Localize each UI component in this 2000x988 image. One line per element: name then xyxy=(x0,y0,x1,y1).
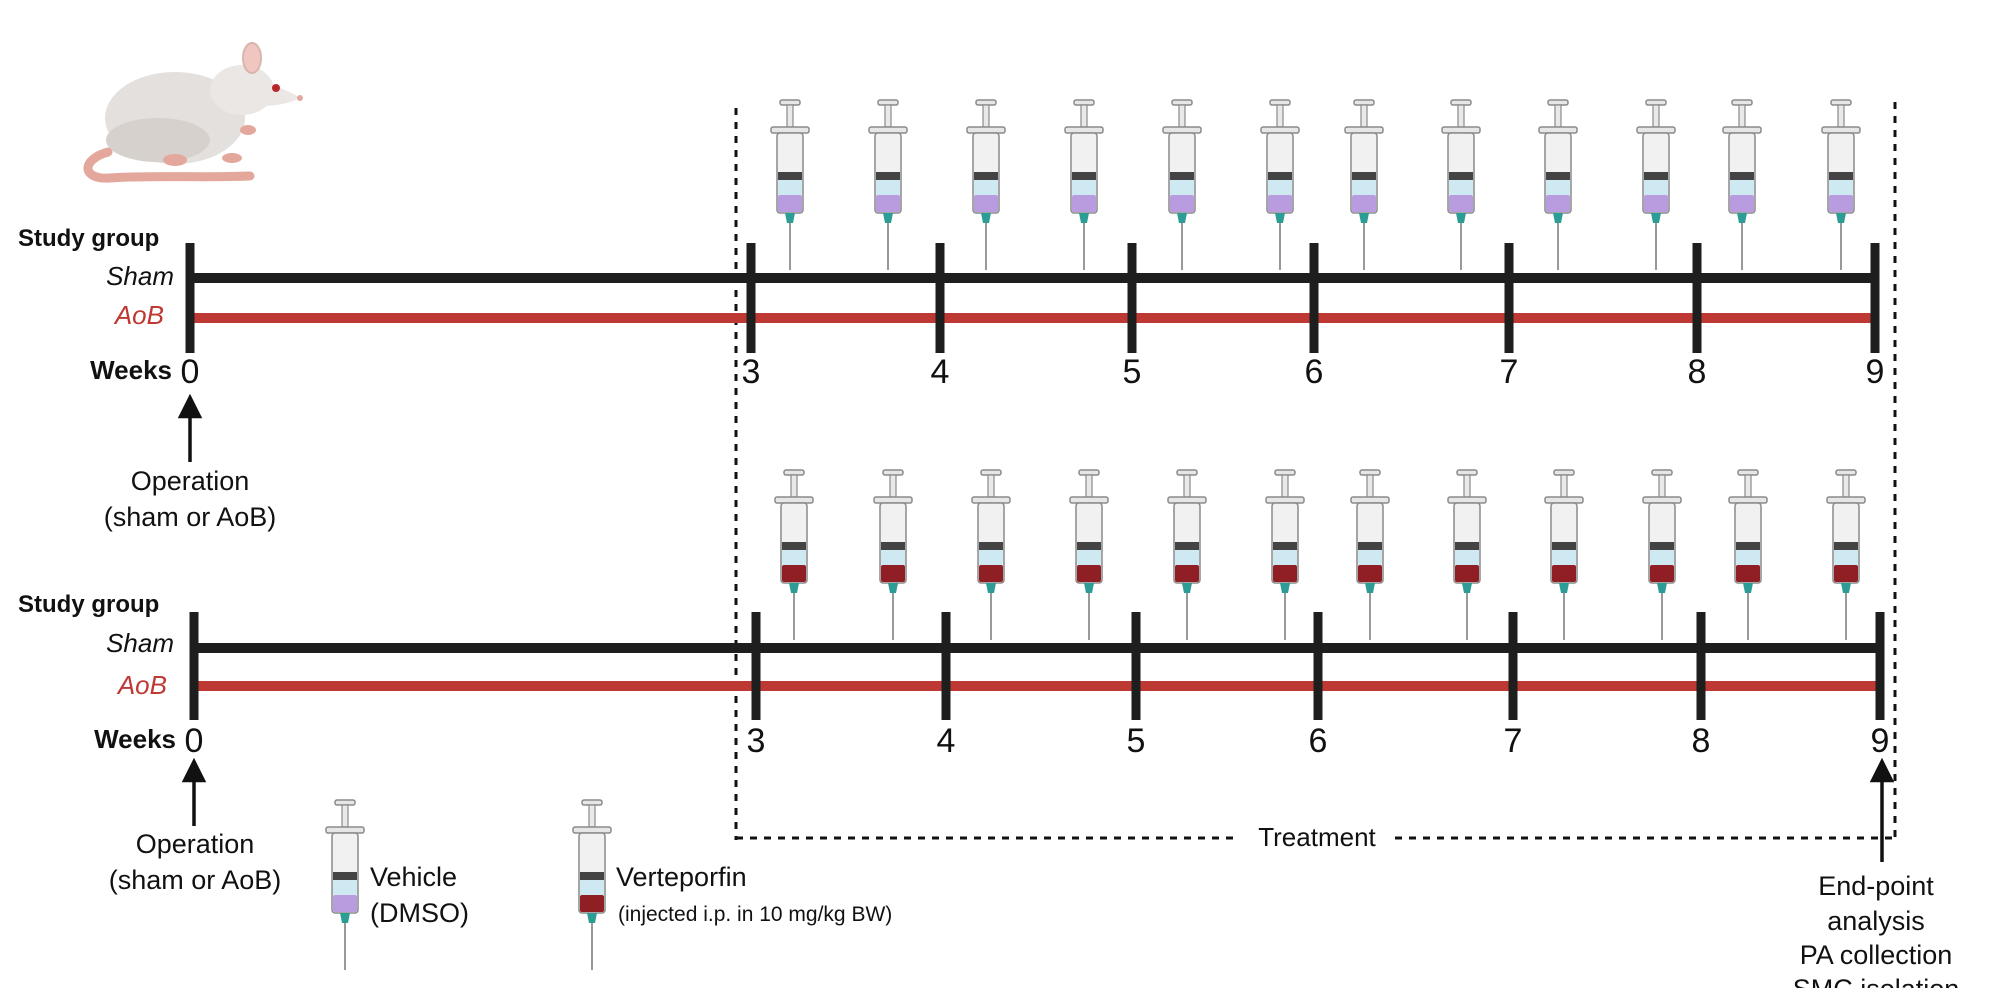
endpoint-line-1: End-point xyxy=(1818,871,1934,901)
weeks-label: Weeks xyxy=(94,724,176,754)
syringe-icon xyxy=(1821,99,1861,270)
week-tick-label: 9 xyxy=(1871,722,1890,760)
syringe-icon xyxy=(1544,469,1584,640)
study-group-label: Study group xyxy=(18,591,159,618)
week-tick-label: 6 xyxy=(1309,722,1328,760)
legend-verteporfin-sublabel: (injected i.p. in 10 mg/kg BW) xyxy=(618,903,892,926)
syringe-icon xyxy=(770,99,810,270)
legend-vehicle-syringe-icon xyxy=(325,799,365,970)
week-tick-label: 4 xyxy=(937,722,956,760)
syringe-icon xyxy=(572,799,612,970)
legend-vehicle-sublabel: (DMSO) xyxy=(370,898,469,928)
endpoint-annotation: End-point analysis PA collection SMC iso… xyxy=(1793,757,1960,988)
syringe-icon xyxy=(1447,469,1487,640)
legend-vehicle-label: Vehicle xyxy=(370,862,457,892)
syringe-icon xyxy=(971,469,1011,640)
operation-sublabel: (sham or AoB) xyxy=(104,502,277,532)
syringe-icon xyxy=(1162,99,1202,270)
rat-icon xyxy=(83,42,303,183)
week-tick-label: 3 xyxy=(742,353,761,391)
treatment-bracket: Treatment xyxy=(734,102,1897,852)
syringe-icon xyxy=(1064,99,1104,270)
week-tick-label: 8 xyxy=(1688,353,1707,391)
legend-verteporfin-syringe-icon xyxy=(572,799,612,970)
syringe-icon xyxy=(966,99,1006,270)
syringe-icon xyxy=(774,469,814,640)
syringe-icon xyxy=(1826,469,1866,640)
endpoint-line-3: PA collection xyxy=(1800,940,1953,970)
week-tick-label: 5 xyxy=(1127,722,1146,760)
week-tick-label: 0 xyxy=(185,722,204,760)
study-group-label: Study group xyxy=(18,225,159,252)
group-label-aob: AoB xyxy=(116,670,167,700)
week-tick-label: 7 xyxy=(1500,353,1519,391)
week-tick-label: 0 xyxy=(181,353,200,391)
timeline-axis: 0 3 4 5 6 7 8 9 xyxy=(185,469,1890,760)
syringe-icon xyxy=(1441,99,1481,270)
timeline-panel-vehicle: Study group Sham AoB Weeks 0 3 4 5 6 7 8 9 Oper… xyxy=(18,99,1885,532)
syringe-icon xyxy=(1167,469,1207,640)
week-tick-label: 8 xyxy=(1692,722,1711,760)
weeks-label: Weeks xyxy=(90,355,172,385)
syringe-icon xyxy=(1722,99,1762,270)
week-tick-label: 3 xyxy=(747,722,766,760)
week-tick-label: 6 xyxy=(1305,353,1324,391)
group-label-sham: Sham xyxy=(106,261,174,291)
syringe-icon xyxy=(325,799,365,970)
legend-verteporfin-label: Verteporfin xyxy=(616,862,747,892)
treatment-label: Treatment xyxy=(1258,822,1376,852)
endpoint-line-2: analysis xyxy=(1827,906,1925,936)
week-tick-label: 9 xyxy=(1866,353,1885,391)
syringe-icon xyxy=(1344,99,1384,270)
operation-label: Operation xyxy=(136,829,255,859)
operation-label: Operation xyxy=(131,466,250,496)
week-tick-label: 7 xyxy=(1504,722,1523,760)
endpoint-line-4: SMC isolation xyxy=(1793,974,1960,988)
week-tick-label: 5 xyxy=(1123,353,1142,391)
legend: Vehicle (DMSO) Verteporfin (injected i.p… xyxy=(325,799,892,970)
syringe-icon xyxy=(1265,469,1305,640)
syringe-icon xyxy=(873,469,913,640)
week-tick-label: 4 xyxy=(931,353,950,391)
group-label-aob: AoB xyxy=(113,300,164,330)
syringe-icon xyxy=(1260,99,1300,270)
timeline-panel-verteporfin: Study group Sham AoB Weeks 0 3 4 5 6 7 8 9 Oper… xyxy=(18,469,1890,895)
syringe-icon xyxy=(1642,469,1682,640)
syringe-icon xyxy=(1538,99,1578,270)
timeline-axis: 0 3 4 5 6 7 8 9 xyxy=(181,99,1885,391)
group-label-sham: Sham xyxy=(106,628,174,658)
syringe-icon xyxy=(1069,469,1109,640)
operation-sublabel: (sham or AoB) xyxy=(109,865,282,895)
syringe-icon xyxy=(1728,469,1768,640)
syringe-icon xyxy=(1636,99,1676,270)
syringe-icon xyxy=(868,99,908,270)
syringe-icon xyxy=(1350,469,1390,640)
